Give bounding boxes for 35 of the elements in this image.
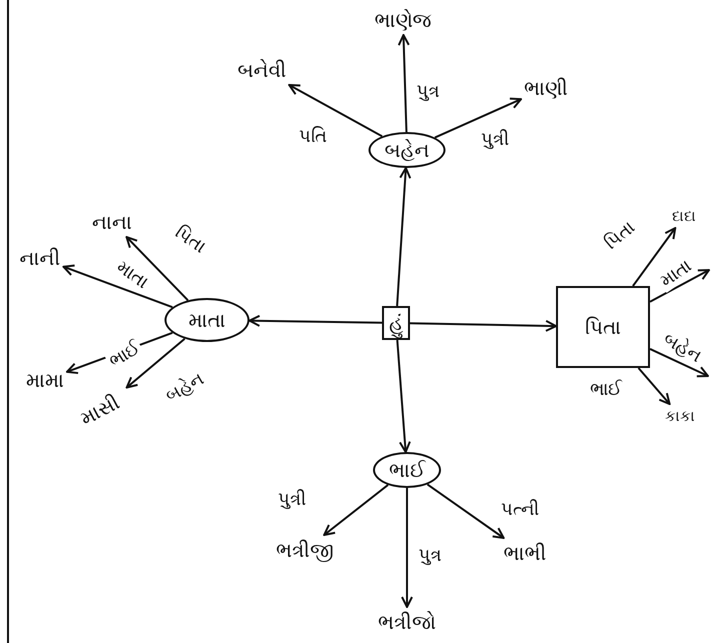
arrow	[638, 367, 671, 405]
arrow	[126, 338, 186, 389]
arrow	[426, 484, 505, 539]
relation-label: નાના	[92, 210, 132, 234]
relation-label: ભાણેજ	[374, 8, 432, 32]
arrow	[410, 320, 557, 332]
relation-label: બનેવી	[238, 58, 286, 82]
relation-label: ભત્રીજી	[276, 538, 334, 562]
relation-label: ભાભી	[504, 541, 546, 565]
relation-label: નાની	[20, 246, 60, 270]
arrow	[650, 348, 709, 378]
relation-label: માસી	[76, 390, 124, 430]
relation-ellipse: ભાઈ	[373, 452, 441, 488]
relation-label: કાકા	[665, 407, 695, 425]
relation-label: મામા	[26, 368, 64, 392]
relation-ellipse: માતા	[164, 298, 250, 342]
arrow	[248, 314, 382, 327]
relation-label: દાદા	[672, 207, 696, 225]
arrow	[401, 488, 413, 608]
arrow	[650, 269, 710, 303]
arrow	[323, 484, 389, 536]
edge-label: પુત્રી	[276, 490, 308, 510]
arrow	[288, 84, 383, 138]
arrow	[62, 264, 173, 308]
arrow	[434, 98, 522, 138]
edge-label: પુત્રી	[479, 130, 511, 150]
relation-label: ભત્રીજો	[378, 610, 436, 634]
person-box: હું	[382, 306, 410, 340]
relation-box: પિતા	[556, 286, 650, 368]
arrow	[396, 340, 411, 454]
arrow	[632, 227, 676, 287]
relation-label: ભાણી	[524, 76, 568, 100]
arrow	[396, 167, 412, 306]
arrow	[398, 34, 410, 132]
relation-ellipse: બહેન	[368, 132, 446, 168]
